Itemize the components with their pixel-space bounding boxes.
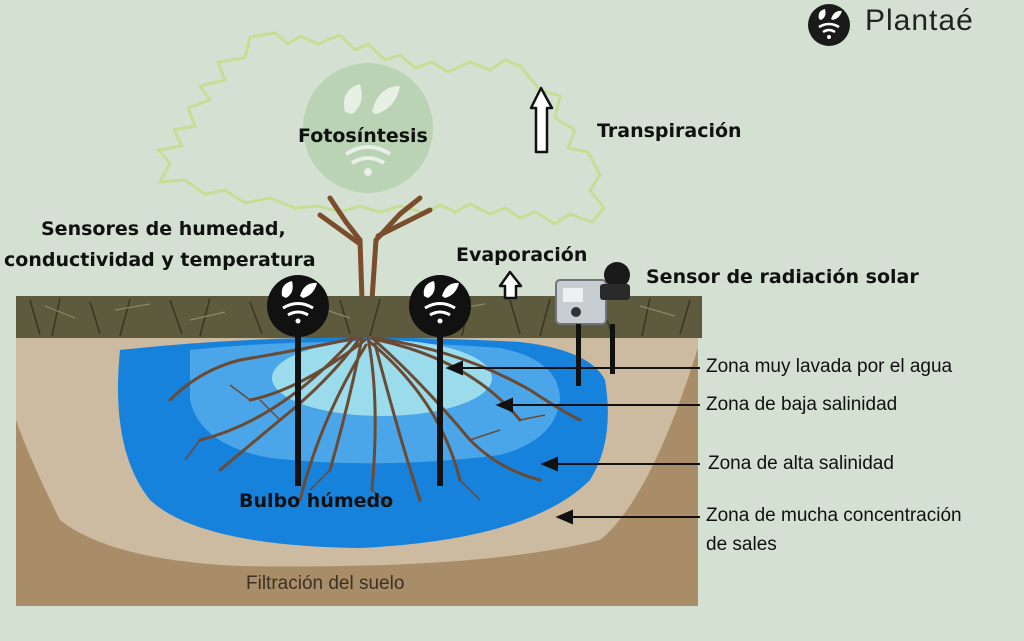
sensors-label-line1: Sensores de humedad,: [41, 218, 286, 240]
sensor-probe-left: [295, 322, 301, 486]
sensor-probe-right: [437, 322, 443, 486]
transpiration-arrow-icon: [529, 86, 554, 154]
photosynthesis-leaf-icon: [344, 84, 400, 176]
solar-sensor-label: Sensor de radiación solar: [646, 266, 919, 288]
sensor-head-left-icon: [267, 275, 329, 337]
sensors-label-line2: conductividad y temperatura: [4, 249, 316, 271]
tree-trunk: [317, 195, 433, 303]
zone-label-very-washed: Zona muy lavada por el agua: [706, 356, 953, 377]
evaporation-label: Evaporación: [456, 244, 588, 266]
transpiration-label: Transpiración: [597, 120, 742, 142]
evaporation-arrow-icon: [498, 270, 523, 300]
soil-filtration-label: Filtración del suelo: [246, 573, 405, 594]
brand-name: Plantaé: [865, 4, 974, 37]
tree-crown-outline: [156, 31, 606, 226]
plantae-leaf-wifi-icon: [808, 4, 850, 46]
solar-sensor-icon: [555, 262, 630, 386]
zone-label-salt-concentration-line2: de sales: [706, 534, 777, 555]
photosynthesis-circle: [303, 63, 433, 193]
zone-arrows: [445, 360, 700, 525]
wet-bulb-label: Bulbo húmedo: [239, 490, 394, 512]
zone-label-salt-concentration-line1: Zona de mucha concentración: [706, 505, 962, 526]
zone-label-high-salinity: Zona de alta salinidad: [708, 453, 894, 474]
roots-thin: [184, 384, 546, 506]
sensor-head-right-icon: [409, 275, 471, 337]
zone-label-low-salinity: Zona de baja salinidad: [706, 394, 898, 415]
photosynthesis-label: Fotosíntesis: [298, 125, 428, 147]
